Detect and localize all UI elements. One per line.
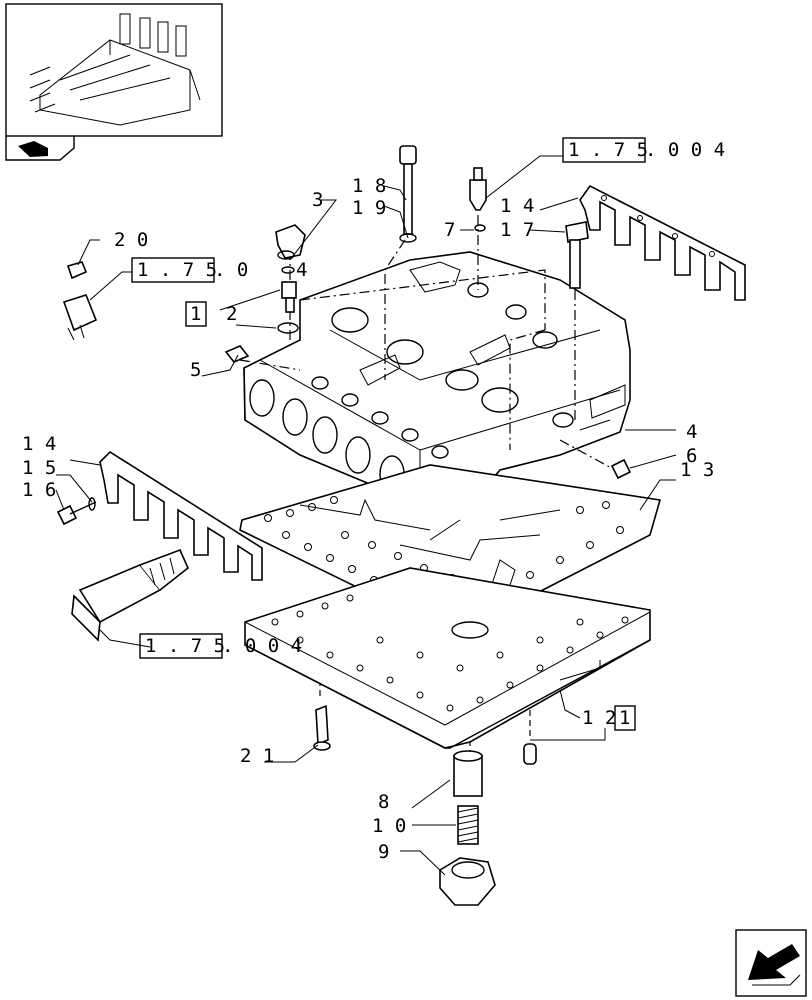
solenoid-valve bbox=[71, 548, 189, 642]
label-5: 5 bbox=[190, 359, 201, 381]
label-18: 1 8 bbox=[352, 175, 386, 197]
sensor-7 bbox=[469, 167, 487, 232]
label-19: 1 9 bbox=[352, 197, 386, 219]
plug-6 bbox=[610, 458, 632, 480]
assembly-thumbnail-icon[interactable] bbox=[5, 3, 223, 137]
plug-9 bbox=[439, 857, 496, 906]
next-page-arrow-icon[interactable] bbox=[735, 929, 807, 997]
ref-mid-left-boxed: 1 . 7 5 bbox=[137, 259, 217, 281]
boxed-1-item-2[interactable] bbox=[185, 301, 207, 327]
separator-plate-12 bbox=[244, 567, 651, 749]
label-11: 1 bbox=[619, 707, 630, 729]
label-17: 1 7 bbox=[500, 219, 534, 241]
ref-bottom-left-rest: . 0 0 4 bbox=[222, 635, 302, 657]
gasket-13 bbox=[239, 464, 662, 636]
bolt-18 bbox=[399, 145, 417, 243]
label-6: 6 bbox=[686, 445, 697, 467]
plug-5 bbox=[224, 345, 250, 363]
plate-holes bbox=[271, 594, 629, 712]
label-4-fitting: 4 bbox=[296, 259, 307, 281]
label-12: 1 2 bbox=[582, 707, 616, 729]
label-14-top: 1 4 bbox=[500, 195, 534, 217]
label-8: 8 bbox=[378, 791, 389, 813]
valve-2 bbox=[277, 281, 299, 334]
pin-11 bbox=[523, 743, 537, 765]
label-16: 1 6 bbox=[22, 479, 56, 501]
boxed-1-item-12[interactable] bbox=[614, 705, 636, 731]
screw-21 bbox=[313, 704, 331, 751]
bracket-14-top bbox=[579, 184, 746, 301]
ref-top-right-boxed: 1 . 7 5 bbox=[568, 139, 648, 161]
label-13: 1 3 bbox=[680, 459, 714, 481]
label-9: 9 bbox=[378, 841, 389, 863]
piston-8 bbox=[453, 750, 483, 797]
bracket-14-left bbox=[99, 450, 263, 581]
sensor-20 bbox=[62, 261, 98, 341]
label-1-item-2: 1 bbox=[190, 303, 201, 325]
folder-tab-icon[interactable] bbox=[5, 136, 75, 161]
label-3: 3 bbox=[312, 189, 323, 211]
bolt-17 bbox=[565, 221, 589, 289]
leader-lines bbox=[55, 185, 677, 876]
label-4: 4 bbox=[686, 421, 697, 443]
label-20: 2 0 bbox=[114, 229, 148, 251]
bolt-16 bbox=[56, 497, 97, 526]
reference-top-right[interactable]: 1 . 7 5 . 0 0 4 bbox=[485, 137, 725, 199]
label-14-left: 1 4 bbox=[22, 433, 56, 455]
reference-bottom-left[interactable]: 1 . 7 5 . 0 0 4 bbox=[139, 633, 302, 659]
label-7: 7 bbox=[444, 219, 455, 241]
ref-mid-left-rest: . 0 bbox=[214, 259, 248, 281]
ref-bottom-left-boxed: 1 . 7 5 bbox=[145, 635, 225, 657]
label-2: 2 bbox=[226, 303, 237, 325]
ref-top-right-rest: . 0 0 4 bbox=[645, 139, 725, 161]
spring-10 bbox=[457, 805, 479, 845]
reference-mid-left[interactable]: 1 . 7 5 . 0 bbox=[131, 257, 248, 283]
label-15: 1 5 bbox=[22, 457, 56, 479]
label-21: 2 1 bbox=[240, 745, 274, 767]
label-10: 1 0 bbox=[372, 815, 406, 837]
